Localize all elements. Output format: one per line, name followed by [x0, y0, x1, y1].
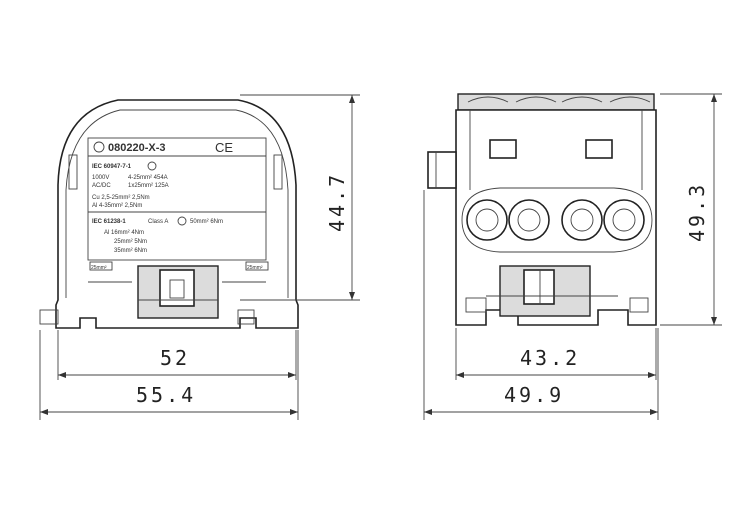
front-left-slot	[68, 154, 78, 190]
svg-text:25mm² 5Nm: 25mm² 5Nm	[114, 239, 147, 245]
side-clamp-screw	[523, 269, 555, 305]
svg-text:1x25mm² 125A: 1x25mm² 125A	[128, 183, 169, 189]
front-right-slot	[273, 154, 283, 190]
side-inner-width-label: 43.2	[520, 346, 580, 370]
right-small-tab	[245, 261, 269, 271]
front-inner-outline	[65, 109, 289, 298]
left-small-tab	[89, 261, 113, 271]
svg-text:25mm²: 25mm²	[247, 265, 263, 271]
ce-mark: CE	[215, 140, 233, 155]
spec-al: Al 4-35mm² 2,5Nm	[92, 203, 142, 209]
front-housing	[55, 99, 299, 329]
standard-2: IEC 61238-1	[92, 219, 126, 225]
side-hole-3	[561, 199, 603, 241]
svg-text:AC/DC: AC/DC	[92, 183, 111, 189]
front-left-foot	[39, 309, 59, 325]
svg-text:35mm² 6Nm: 35mm² 6Nm	[114, 248, 147, 254]
side-window-right	[585, 139, 613, 159]
front-clamp-screw	[159, 269, 195, 307]
front-view: 080220-X-3 CE IEC 60947-7-1 1000V AC/DC …	[39, 99, 299, 329]
svg-text:Al 16mm² 4Nm: Al 16mm² 4Nm	[104, 230, 144, 236]
standard-1: IEC 60947-7-1	[92, 164, 132, 170]
front-outer-width-label: 55.4	[136, 383, 196, 407]
svg-text:25mm²: 25mm²	[91, 265, 107, 271]
front-inner-width-label: 52	[160, 346, 190, 370]
part-number: 080220-X-3	[108, 142, 166, 154]
side-hole-4	[603, 199, 645, 241]
svg-text:50mm² 6Nm: 50mm² 6Nm	[190, 219, 223, 225]
svg-text:1000V: 1000V	[92, 175, 109, 181]
side-hole-2	[508, 199, 550, 241]
side-outer-width-label: 49.9	[504, 383, 564, 407]
side-hole-1	[466, 199, 508, 241]
svg-text:4-25mm² 454A: 4-25mm² 454A	[128, 175, 168, 181]
front-right-foot	[237, 309, 255, 325]
side-height-label: 49.3	[685, 182, 709, 242]
logo-icon	[93, 141, 105, 153]
side-left-tab	[427, 151, 457, 189]
cert-mark-icon	[147, 161, 157, 171]
side-hole-band	[461, 187, 653, 253]
spec-cu: Cu 2,5-25mm² 2,5Nm	[92, 195, 150, 201]
front-height-label: 44.7	[325, 172, 349, 232]
front-dimensions: 44.7 52 55.4	[39, 94, 360, 420]
side-view	[427, 93, 657, 326]
front-label-plate	[87, 137, 267, 261]
side-window-left	[489, 139, 517, 159]
side-dimensions: 49.3 43.2 49.9	[423, 93, 722, 420]
svg-text:Class A: Class A	[148, 219, 168, 225]
